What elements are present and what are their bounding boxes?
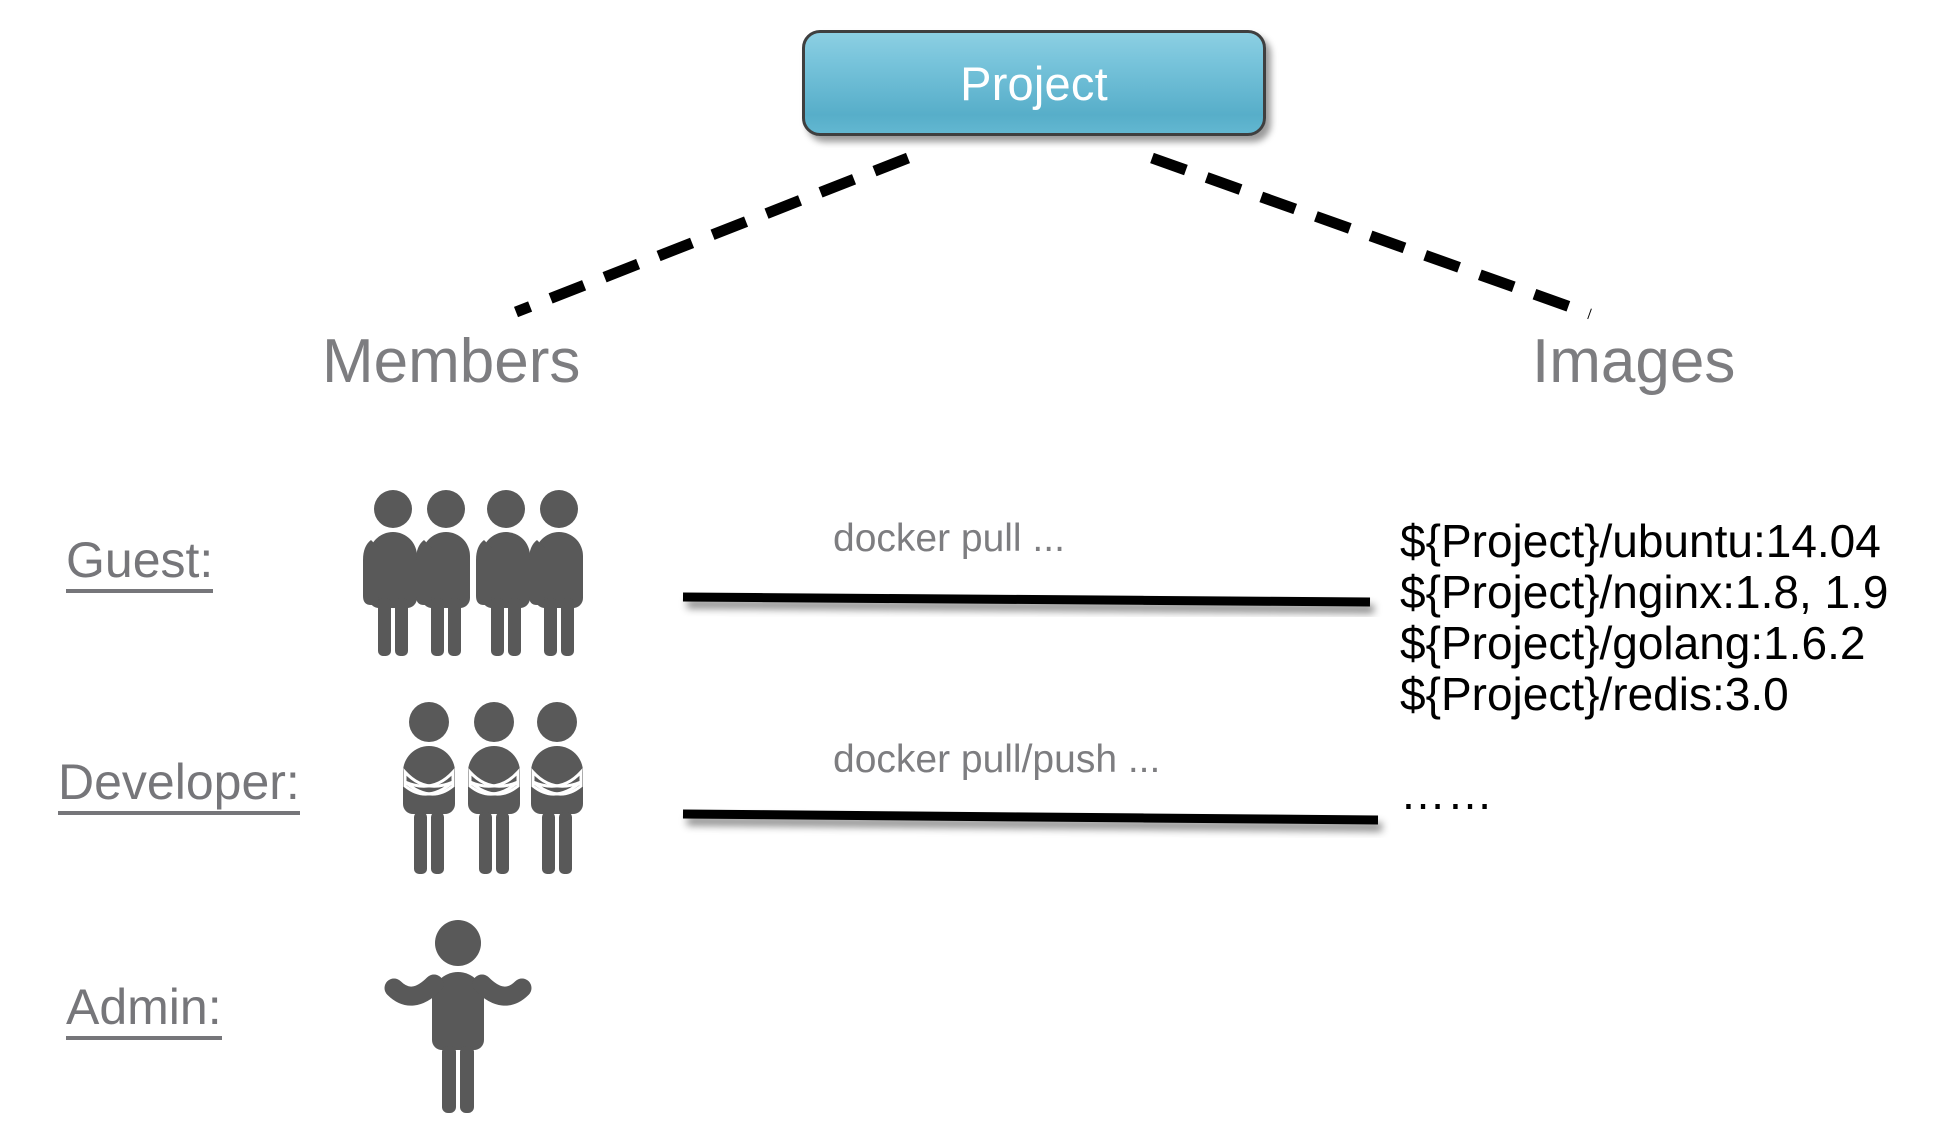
image-list: ${Project}/ubuntu:14.04 ${Project}/nginx…	[1400, 516, 1888, 720]
people-arms-crossed-icon	[403, 702, 583, 874]
column-heading-members: Members	[322, 327, 581, 396]
people-standing-icon	[363, 490, 583, 656]
column-heading-images: Images	[1532, 327, 1736, 396]
action-label-docker-pull-push: docker pull/push ...	[833, 738, 1161, 781]
project-node-label: Project	[960, 56, 1108, 110]
edge-developer-to-images	[682, 809, 1379, 825]
person-standing-icon	[529, 490, 583, 656]
person-standing-icon	[416, 490, 470, 656]
person-arms-crossed-icon	[468, 702, 520, 874]
role-label-guest: Guest:	[66, 535, 214, 593]
person-arms-crossed-icon	[403, 702, 455, 874]
project-node[interactable]: Project	[802, 30, 1266, 136]
action-label-docker-pull: docker pull ...	[833, 517, 1065, 560]
image-list-item: ${Project}/redis:3.0	[1400, 668, 1789, 720]
role-label-admin: Admin:	[66, 982, 222, 1040]
image-list-item: ${Project}/ubuntu:14.04	[1400, 515, 1881, 567]
person-standing-icon	[476, 490, 530, 656]
edge-project-to-members	[513, 152, 911, 318]
figure-group-developers	[396, 700, 596, 880]
person-arms-crossed-icon	[531, 702, 583, 874]
edge-project-to-images	[1150, 152, 1592, 320]
image-list-item: ${Project}/nginx:1.8, 1.9	[1400, 566, 1889, 618]
person-standing-icon	[363, 490, 417, 656]
figure-group-admins	[378, 918, 538, 1118]
image-list-item: ${Project}/golang:1.6.2	[1400, 617, 1866, 669]
person-arms-open-icon	[384, 920, 532, 1113]
edge-guest-to-images	[682, 592, 1371, 607]
image-list-more-indicator: ……	[1400, 767, 1494, 819]
figure-group-guests	[360, 488, 620, 663]
role-label-developer: Developer:	[58, 757, 300, 815]
